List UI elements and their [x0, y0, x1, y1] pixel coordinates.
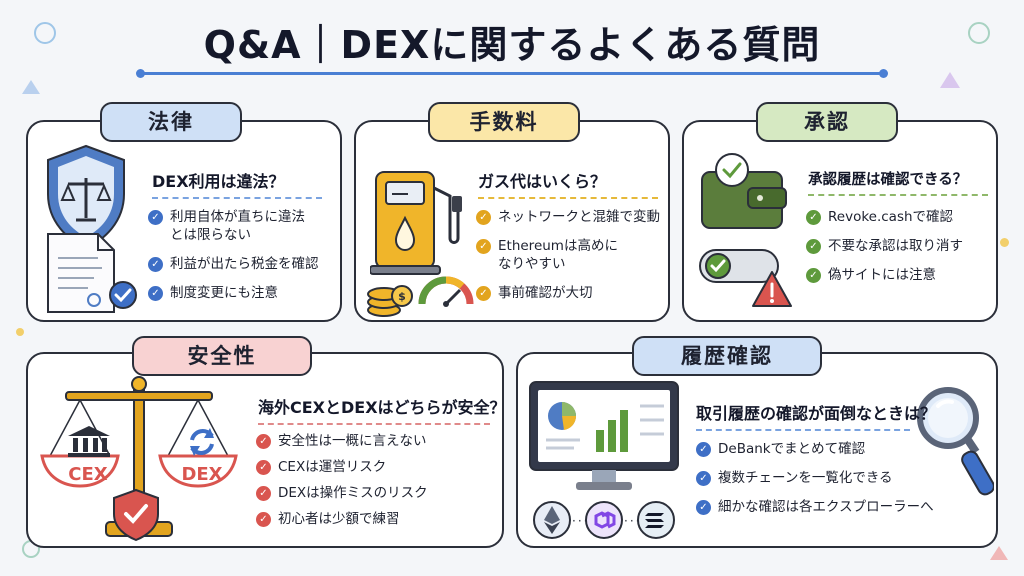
- warning-icon: [752, 271, 792, 307]
- check-circle-icon: ✓: [476, 286, 491, 301]
- polygon-icon: [585, 501, 623, 539]
- svg-text:$: $: [398, 290, 406, 303]
- decor-dot: [1000, 238, 1009, 247]
- title-underline: [136, 69, 888, 78]
- check-circle-icon: ✓: [806, 210, 821, 225]
- list-item: ✓細かな確認は各エクスプローラーへ: [696, 498, 936, 516]
- check-circle-icon: ✓: [696, 471, 711, 486]
- toggle-icon: [699, 249, 779, 283]
- safety-card: CEX DEX 海外CEXとDEXはどちらが安全？ ✓安全性は一概に言えない ✓…: [26, 352, 506, 548]
- page-title: Q&A｜DEXに関するよくある質問: [203, 23, 821, 67]
- solana-icon: [637, 501, 675, 539]
- list-item: ✓偽サイトには注意: [806, 266, 994, 284]
- check-circle-icon: ✓: [476, 210, 491, 225]
- check-circle-icon: ✓: [476, 239, 491, 254]
- decor-circle: [968, 22, 990, 44]
- list-item: ✓利益が出たら税金を確認: [148, 255, 338, 273]
- safety-answer-list: ✓安全性は一概に言えない ✓CEXは運営リスク ✓DEXは操作ミスのリスク ✓初…: [256, 432, 496, 536]
- history-answer-list: ✓DeBankでまとめて確認 ✓複数チェーンを一覧化できる ✓細かな確認は各エク…: [696, 440, 936, 527]
- check-circle-icon: ✓: [696, 500, 711, 515]
- history-label: 履歴確認: [632, 336, 822, 376]
- check-circle-icon: ✓: [256, 486, 271, 501]
- scale-right-label: DEX: [181, 464, 223, 485]
- scale-left-label: CEX: [68, 464, 108, 485]
- decor-circle: [34, 22, 56, 44]
- fees-label: 手数料: [428, 102, 580, 142]
- check-circle-icon: ✓: [148, 210, 163, 225]
- gauge-icon: [418, 276, 474, 307]
- list-item: ✓不要な承認は取り消す: [806, 237, 994, 255]
- fees-answer-list: ✓ネットワークと混雑で変動 ✓Ethereumは高めに なりやすい ✓事前確認が…: [476, 208, 666, 313]
- check-circle-icon: ✓: [148, 257, 163, 272]
- list-item: ✓複数チェーンを一覧化できる: [696, 469, 936, 487]
- fees-question: ガス代はいくら？: [478, 168, 658, 199]
- chain-dots: ···: [572, 514, 590, 528]
- approval-answer-list: ✓Revoke.cashで確認 ✓不要な承認は取り消す ✓偽サイトには注意: [806, 208, 994, 295]
- list-item: ✓安全性は一概に言えない: [256, 432, 496, 450]
- fees-card: $ ガス代はいくら？ ✓ネットワークと混雑で変動 ✓Ethereumは高めに な…: [354, 120, 670, 322]
- chain-dots: ···: [624, 514, 642, 528]
- list-item: ✓Revoke.cashで確認: [806, 208, 994, 226]
- refresh-icon: [190, 428, 214, 456]
- decor-dot: [16, 328, 24, 336]
- list-item: ✓ネットワークと混雑で変動: [476, 208, 666, 226]
- list-item: ✓CEXは運営リスク: [256, 458, 496, 476]
- list-item: ✓制度変更にも注意: [148, 284, 338, 302]
- check-badge-icon: [109, 281, 137, 309]
- list-item: ✓事前確認が大切: [476, 284, 666, 302]
- list-item: ✓初心者は少額で練習: [256, 510, 496, 528]
- decor-triangle: [990, 546, 1008, 560]
- check-circle-icon: ✓: [256, 512, 271, 527]
- list-item: ✓DEXは操作ミスのリスク: [256, 484, 496, 502]
- list-item: ✓利用自体が直ちに違法 とは限らない: [148, 208, 338, 244]
- bank-icon: [68, 426, 110, 457]
- decor-triangle: [22, 80, 40, 94]
- history-question: 取引履歴の確認が面倒なときは？: [696, 400, 936, 431]
- safety-label: 安全性: [132, 336, 312, 376]
- check-circle-icon: ✓: [696, 442, 711, 457]
- check-circle-icon: ✓: [148, 286, 163, 301]
- ethereum-icon: [533, 501, 571, 539]
- law-card: DEX利用は違法？ ✓利用自体が直ちに違法 とは限らない ✓利益が出たら税金を確…: [26, 120, 342, 322]
- approval-question: 承認履歴は確認できる？: [808, 168, 988, 196]
- law-question: DEX利用は違法？: [152, 168, 322, 199]
- list-item: ✓DeBankでまとめて確認: [696, 440, 936, 458]
- law-label: 法律: [100, 102, 242, 142]
- check-circle-icon: ✓: [806, 239, 821, 254]
- check-circle-icon: ✓: [806, 268, 821, 283]
- shield-scale-icon: [47, 144, 125, 250]
- approval-label: 承認: [756, 102, 898, 142]
- coin-stack-icon: $: [367, 285, 413, 317]
- monitor-dashboard-icon: [529, 381, 679, 490]
- safety-question: 海外CEXとDEXはどちらが安全？: [258, 394, 506, 425]
- history-card: ··· ··· 取引履歴の確認が面倒なときは？ ✓DeBankでまとめて確認 ✓…: [516, 352, 998, 548]
- document-icon: [47, 233, 115, 313]
- wallet-icon: [701, 153, 787, 229]
- magnifier-icon: [917, 387, 994, 496]
- balance-scale-icon: [40, 376, 238, 537]
- approval-card: 承認履歴は確認できる？ ✓Revoke.cashで確認 ✓不要な承認は取り消す …: [682, 120, 998, 322]
- gas-pump-icon: [370, 171, 462, 275]
- check-circle-icon: ✓: [256, 434, 271, 449]
- check-circle-icon: ✓: [256, 460, 271, 475]
- shield-check-icon: [113, 488, 159, 542]
- list-item: ✓Ethereumは高めに なりやすい: [476, 237, 666, 273]
- decor-triangle: [940, 72, 960, 88]
- law-answer-list: ✓利用自体が直ちに違法 とは限らない ✓利益が出たら税金を確認 ✓制度変更にも注…: [148, 208, 338, 313]
